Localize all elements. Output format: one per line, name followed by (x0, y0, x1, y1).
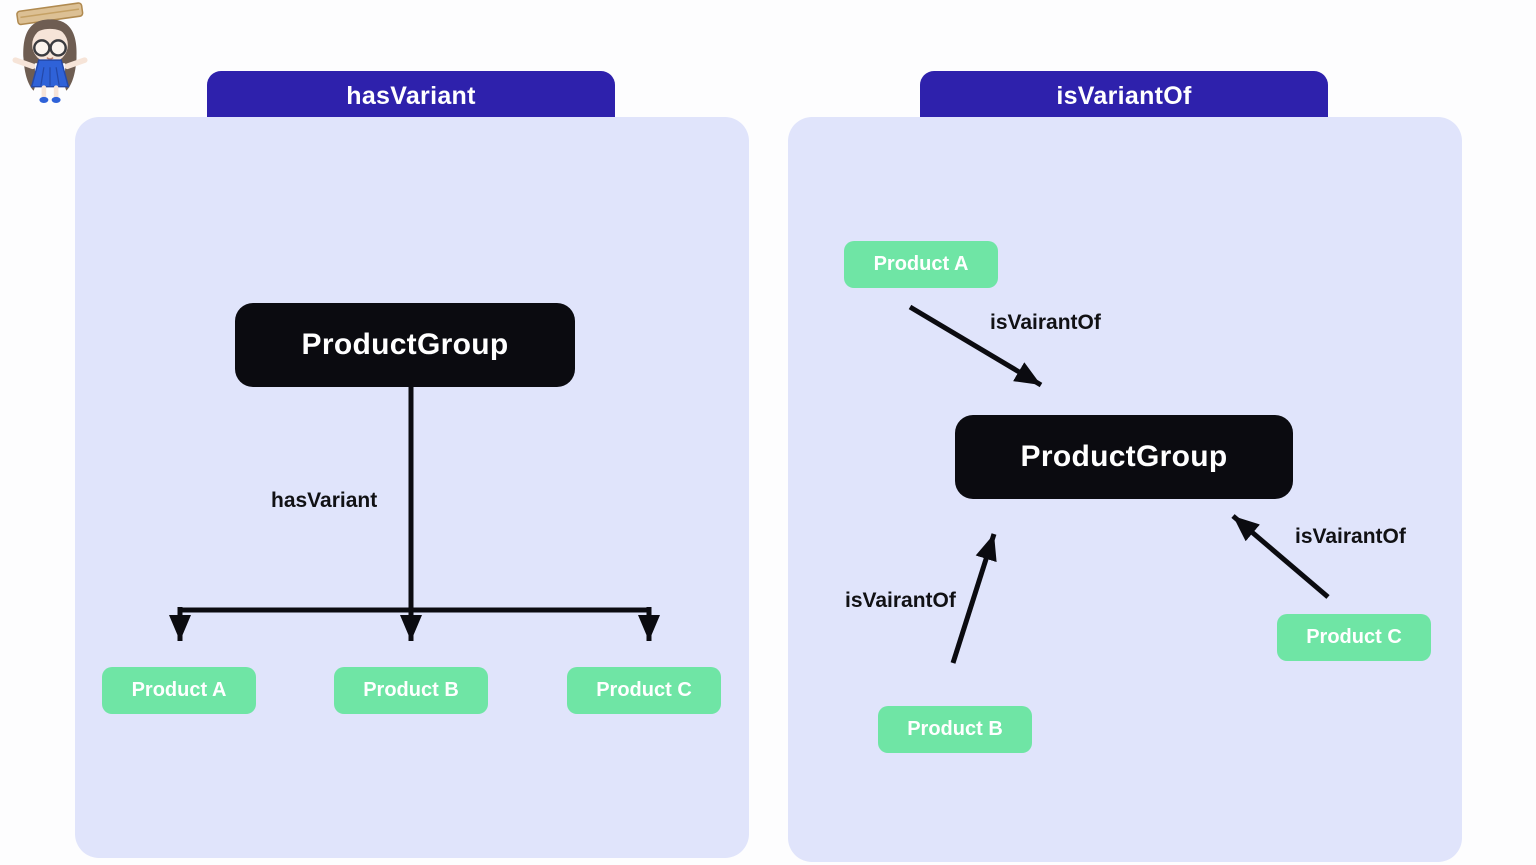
left-edge-label-hasvariant: hasVariant (271, 489, 378, 512)
right-product-a-node: Product A (844, 241, 998, 288)
shoes (39, 96, 61, 103)
right-edge-label-b: isVairantOf (845, 589, 956, 612)
right-panel-title-text: isVariantOf (1056, 81, 1192, 110)
legs (41, 85, 59, 100)
right-panel-title: isVariantOf (920, 71, 1328, 121)
edge-product-c-to-group (1231, 514, 1330, 599)
left-product-b-label: Product B (363, 679, 459, 701)
right-edge-label-c: isVairantOf (1295, 525, 1406, 548)
edge-product-a-to-group (908, 304, 1043, 388)
left-productgroup-label: ProductGroup (301, 328, 509, 361)
right-panel-isvariantof: Product A ProductGroup Product B Product… (788, 117, 1462, 862)
mascot-illustration (12, 2, 88, 103)
dress (30, 59, 70, 88)
right-product-c-node: Product C (1277, 614, 1431, 661)
left-product-b-node: Product B (334, 667, 488, 714)
mouth (46, 57, 54, 60)
isvariantof-arrows (908, 304, 1330, 664)
left-product-a-node: Product A (102, 667, 256, 714)
arms (12, 57, 88, 70)
right-productgroup-node: ProductGroup (955, 415, 1293, 499)
left-panel-hasvariant: ProductGroup hasVariant Product A Produc… (75, 117, 749, 858)
bangs (32, 24, 68, 43)
left-product-a-label: Product A (131, 679, 227, 701)
right-product-c-label: Product C (1306, 626, 1402, 648)
edge-product-b-to-group (950, 533, 997, 664)
right-product-b-label: Product B (907, 718, 1003, 740)
right-productgroup-label: ProductGroup (1020, 440, 1228, 473)
right-product-b-node: Product B (878, 706, 1032, 753)
left-panel-title: hasVariant (207, 71, 615, 121)
right-product-a-label: Product A (873, 253, 969, 275)
left-product-c-label: Product C (596, 679, 692, 701)
glasses-icon (33, 39, 67, 57)
left-product-c-node: Product C (567, 667, 721, 714)
left-productgroup-node: ProductGroup (235, 303, 575, 387)
right-edge-label-a: isVairantOf (990, 311, 1101, 334)
hasvariant-arrows (169, 387, 660, 641)
left-panel-title-text: hasVariant (346, 81, 476, 110)
